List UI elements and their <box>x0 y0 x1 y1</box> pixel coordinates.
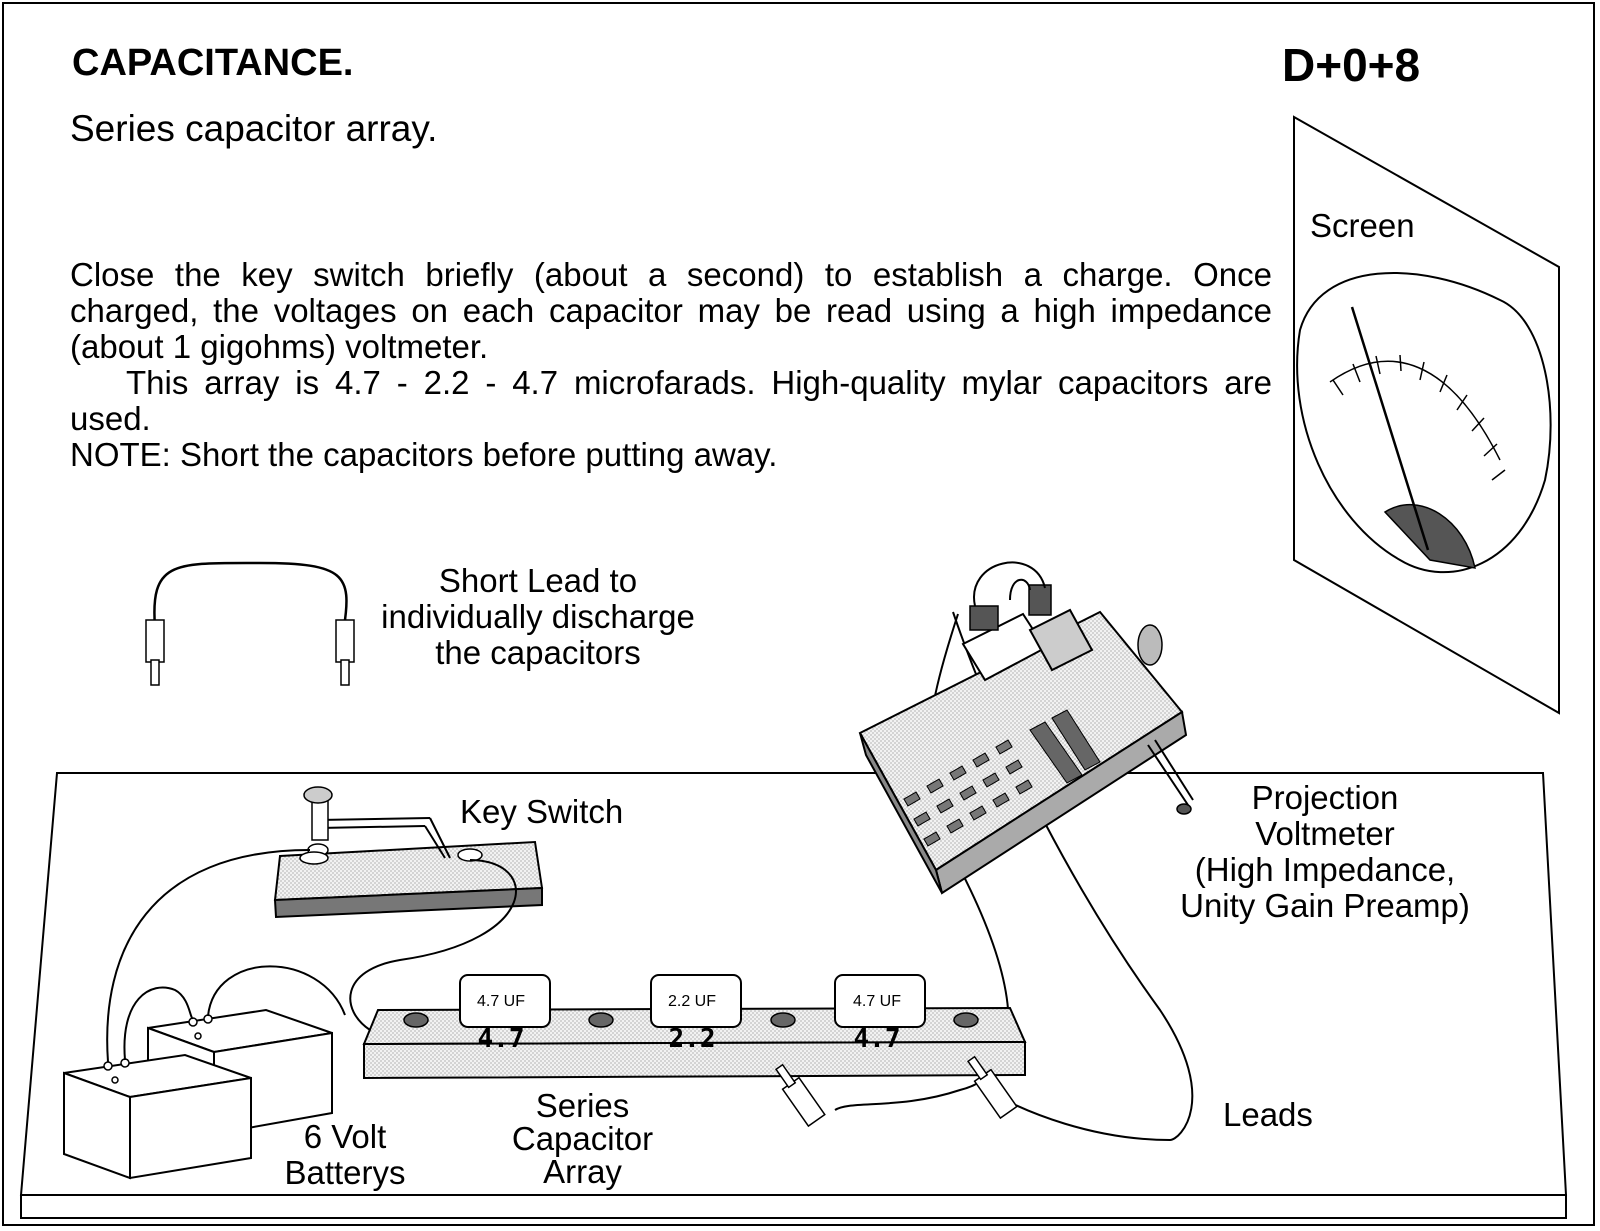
instructions: Close the key switch briefly (about a se… <box>70 257 1272 473</box>
voltmeter-label: Projection Voltmeter (High Impedance, Un… <box>1160 780 1490 924</box>
batteries-label-line-1: 6 Volt <box>303 1118 387 1155</box>
short-lead-label: Short Lead to individually discharge the… <box>358 563 718 671</box>
page-title: CAPACITANCE. <box>72 42 354 84</box>
key-switch <box>273 786 544 919</box>
capacitor-1-marking: 4.7 <box>478 1024 525 1054</box>
lead-plugs <box>775 1055 1018 1128</box>
instructions-paragraph-2: This array is 4.7 - 2.2 - 4.7 microfarad… <box>70 364 1272 437</box>
projection-screen <box>1293 115 1560 715</box>
capacitor-2-tag: 2.2 UF <box>668 993 716 1010</box>
capacitor-3-tag: 4.7 UF <box>853 993 901 1010</box>
capacitor-array-board: 4.7 UF 4.7 2.2 UF 2.2 4.7 UF 4.7 <box>362 974 1027 1080</box>
capacitor-array-label-line-2: Capacitor <box>511 1120 654 1157</box>
key-switch-label: Key Switch <box>460 793 624 830</box>
screen-label: Screen <box>1310 207 1415 244</box>
leads-label: Leads <box>1223 1096 1313 1133</box>
instructions-note: NOTE: Short the capacitors before puttin… <box>70 436 778 473</box>
meter-needle <box>1350 306 1430 551</box>
short-lead-label-line-1: Short Lead to <box>438 562 638 599</box>
instructions-paragraph-1: Close the key switch briefly (about a se… <box>70 256 1272 365</box>
voltmeter-label-line-4: Unity Gain Preamp) <box>1180 887 1470 924</box>
short-lead-label-line-3: the capacitors <box>435 634 641 671</box>
short-lead <box>145 561 355 686</box>
voltmeter-label-line-1: Projection <box>1251 779 1399 816</box>
projection-voltmeter <box>858 561 1194 895</box>
page-subtitle: Series capacitor array. <box>70 108 438 149</box>
voltmeter-keypad <box>903 739 1033 847</box>
capacitor-1-tag: 4.7 UF <box>477 993 525 1010</box>
capacitor-1: 4.7 UF 4.7 <box>459 974 551 1054</box>
batteries-label-line-2: Batterys <box>284 1154 406 1191</box>
capacitor-array-label-line-3: Array <box>543 1153 622 1190</box>
binding-posts <box>403 1012 979 1028</box>
meter-scale-ticks <box>1332 354 1506 481</box>
demo-code: D+0+8 <box>1282 39 1421 91</box>
capacitor-array-label-line-1: Series <box>535 1087 630 1124</box>
capacitor-3: 4.7 UF 4.7 <box>834 974 926 1054</box>
capacitor-3-marking: 4.7 <box>854 1024 901 1054</box>
capacitor-2: 2.2 UF 2.2 <box>650 974 742 1054</box>
batteries <box>63 1008 333 1180</box>
capacitor-array-label: Series Capacitor Array <box>500 1089 665 1188</box>
batteries-label: 6 Volt Batterys <box>275 1119 415 1191</box>
capacitor-2-marking: 2.2 <box>669 1024 716 1054</box>
battery-front <box>63 1053 252 1180</box>
short-lead-label-line-2: individually discharge <box>381 598 695 635</box>
voltmeter-label-line-2: Voltmeter <box>1255 815 1395 852</box>
voltmeter-label-line-3: (High Impedance, <box>1194 851 1456 888</box>
